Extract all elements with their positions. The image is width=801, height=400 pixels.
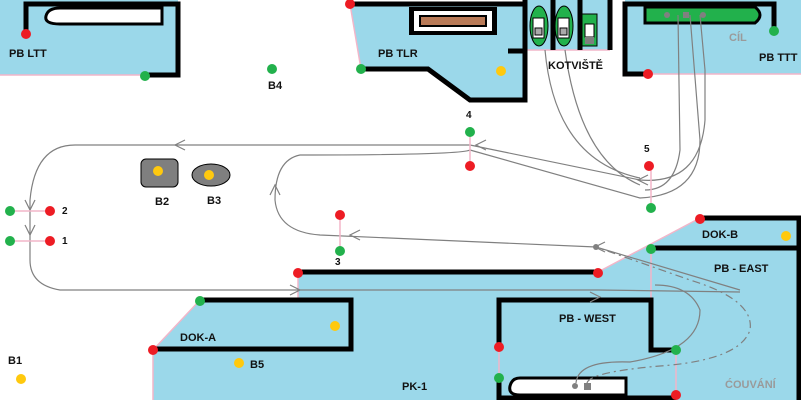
arrow-7 (589, 291, 602, 303)
area-pk1 (153, 218, 801, 400)
signal-green (356, 64, 366, 74)
arrow-4 (289, 284, 302, 296)
arrow-9 (474, 139, 487, 151)
waypoint-west-2 (584, 383, 591, 390)
signal-red (21, 29, 31, 39)
signals (5, 0, 779, 400)
buoy-b5 (234, 358, 244, 368)
pb-tlr-edge (349, 3, 362, 70)
signal-red (148, 345, 158, 355)
arrow-3 (24, 224, 36, 237)
label-gate-5: 5 (644, 144, 650, 155)
gate-4-green (465, 127, 475, 137)
route-main-loop (29, 144, 741, 293)
route-kotviste-1 (544, 49, 641, 179)
buoy-b4-marker (267, 64, 277, 74)
label-b3: B3 (207, 195, 221, 207)
gate-5-red (644, 161, 654, 171)
gate-3-red (335, 210, 345, 220)
waypoint-west-1 (572, 383, 578, 389)
boat-white-west (508, 376, 628, 397)
label-pb-ltt: PB LTT (9, 48, 47, 60)
wall-pb-west-bottom (496, 378, 676, 400)
gate-5-green (646, 203, 656, 213)
arrow-10 (636, 174, 649, 186)
label-gate-3: 3 (335, 257, 341, 268)
buoy-dok-a (330, 321, 340, 331)
barge-cargo (421, 17, 485, 25)
route-inner-loop (274, 149, 741, 291)
label-gate-4: 4 (466, 110, 472, 121)
gate-1-red (45, 236, 55, 246)
waypoint-cil-3 (700, 12, 706, 18)
signal-green (671, 345, 681, 355)
label-pb-east: PB - EAST (714, 263, 769, 275)
gate-2-green (5, 206, 15, 216)
label-b4: B4 (268, 80, 283, 92)
buoy-b3 (204, 170, 214, 180)
route-couvani (586, 246, 751, 384)
label-kotviste: KOTVIŠTĚ (548, 59, 603, 72)
route-pb-west (575, 284, 701, 384)
wall-dok-b (700, 215, 801, 400)
route-5-up-2 (469, 14, 701, 199)
moored-boat-3 (581, 13, 598, 47)
buoy-b2 (153, 166, 163, 176)
signal-green (140, 71, 150, 81)
arrow-5 (269, 183, 281, 196)
wall-pb-west (496, 297, 676, 353)
gate-3-green (335, 246, 345, 256)
moored-boat-2 (554, 5, 574, 47)
signal-red (643, 69, 653, 79)
wall-pb-tlr-bottom (361, 50, 528, 103)
label-gate-2: 2 (62, 206, 68, 217)
signal-green (195, 296, 205, 306)
buoy-dok-b (781, 231, 791, 241)
wall-pb-ltt (23, 1, 181, 78)
dok-a-edge (152, 299, 201, 351)
signal-red (345, 0, 355, 9)
label-b5: B5 (250, 359, 264, 371)
gate-2-red (45, 206, 55, 216)
buoy-pb-tlr (496, 66, 506, 76)
label-gate-1: 1 (62, 236, 68, 247)
wall-dok-a (153, 297, 354, 352)
label-cil: CÍL (729, 31, 747, 44)
label-dok-a: DOK-A (180, 332, 216, 344)
gate-4-red (465, 161, 475, 171)
signal-red (494, 342, 504, 352)
boat-white-ltt (44, 6, 164, 26)
gate-1-green (5, 236, 15, 246)
arrow-1 (173, 139, 186, 151)
label-pb-west: PB - WEST (559, 313, 616, 325)
buoy-b1 (16, 374, 26, 384)
signal-green (494, 373, 504, 383)
signal-red (293, 268, 303, 278)
waypoint-cil-2 (683, 12, 689, 18)
wall-pb-ttt (622, 1, 777, 77)
signal-green (769, 26, 779, 36)
label-b1: B1 (8, 355, 22, 367)
label-couvani: ĆOUVÁNÍ (725, 378, 777, 391)
moored-boat-1 (529, 5, 549, 47)
label-b2: B2 (155, 196, 169, 208)
signal-red (695, 214, 705, 224)
signal-red (671, 390, 681, 400)
route-5-up (469, 14, 706, 181)
signal-red (593, 268, 603, 278)
label-pb-tlr: PB TLR (378, 48, 418, 60)
route-kotviste-2 (564, 49, 641, 186)
arrow-6 (348, 229, 361, 241)
label-pk1: PK-1 (402, 381, 427, 393)
waypoint-dot (593, 244, 599, 250)
label-dok-b: DOK-B (702, 229, 738, 241)
label-pb-ttt: PB TTT (759, 52, 798, 64)
arrow-2 (24, 199, 36, 212)
waypoint-cil-1 (664, 12, 670, 18)
signal-green (646, 244, 656, 254)
